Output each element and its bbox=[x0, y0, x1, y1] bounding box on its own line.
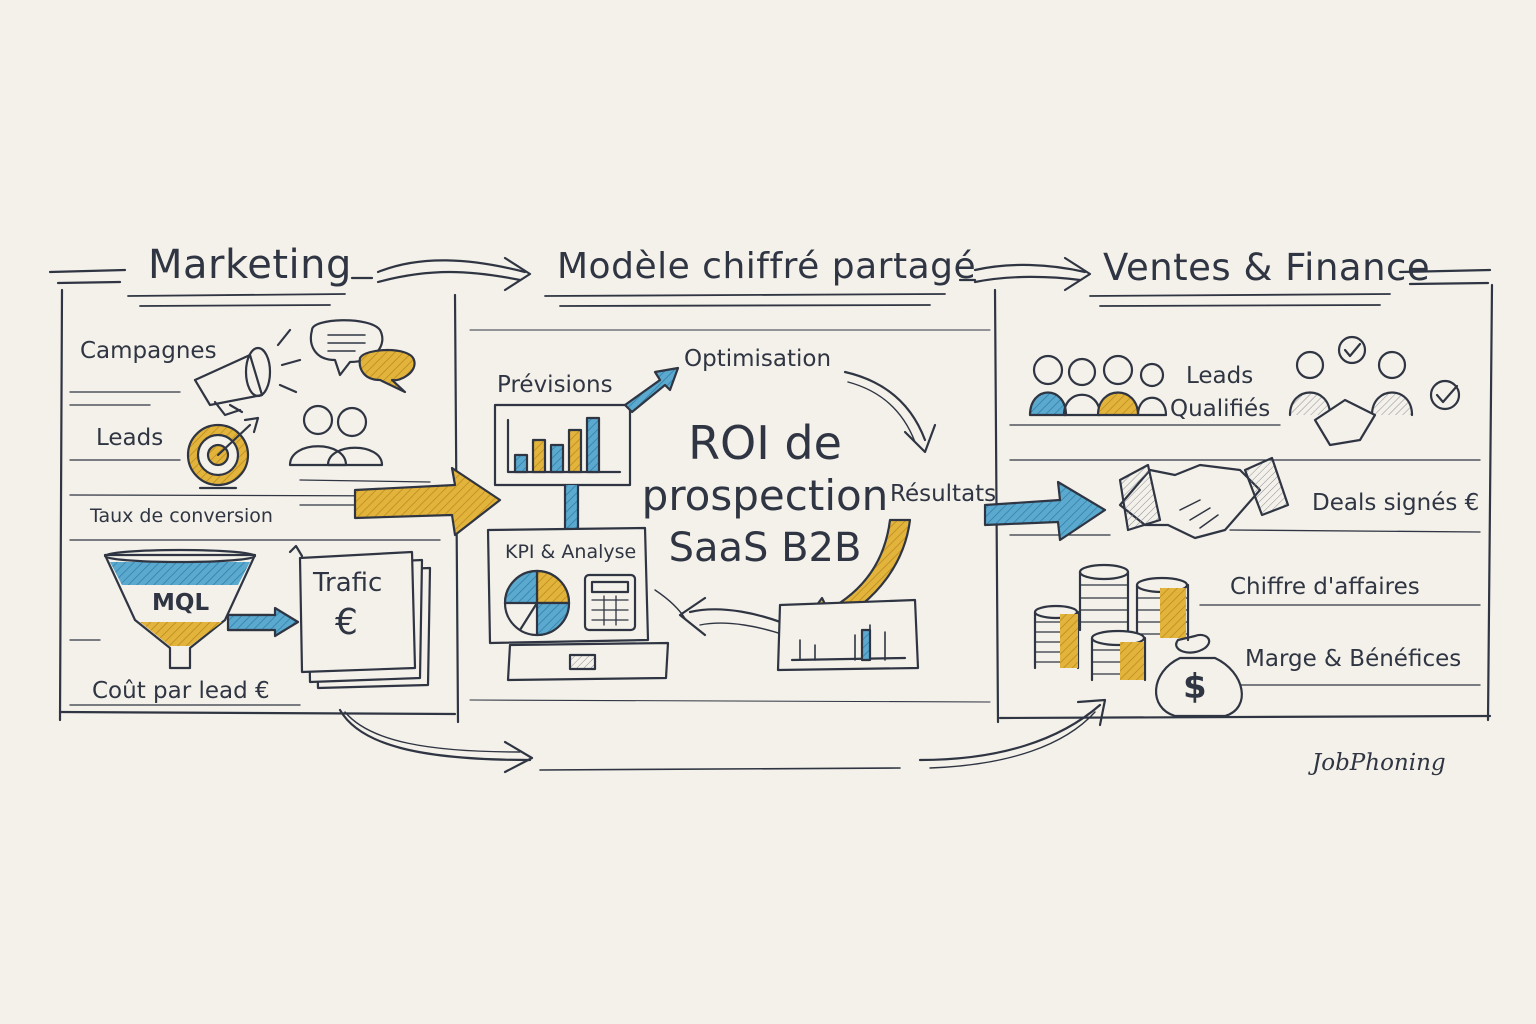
center-title-line2: prospection bbox=[641, 471, 889, 520]
marketing-to-model-arrow bbox=[353, 466, 502, 537]
speech-bubbles-icon bbox=[309, 319, 416, 394]
label-marge-benefices: Marge & Bénéfices bbox=[1245, 646, 1462, 672]
label-taux-conversion: Taux de conversion bbox=[90, 505, 273, 527]
previsions-arrow bbox=[623, 366, 680, 414]
label-euro: € bbox=[335, 602, 358, 643]
people-group-icon bbox=[1028, 354, 1168, 417]
label-cout-par-lead: Coût par lead € bbox=[92, 678, 270, 704]
signature: JobPhoning bbox=[1312, 750, 1446, 776]
label-trafic: Trafic bbox=[313, 568, 383, 598]
megaphone-icon bbox=[193, 328, 302, 417]
label-optimisation: Optimisation bbox=[684, 346, 832, 372]
resultats-arrow bbox=[983, 480, 1107, 542]
header-arrow-1 bbox=[376, 256, 532, 292]
bar-chart-board-icon bbox=[493, 403, 632, 532]
coin-stacks-icon bbox=[1033, 563, 1190, 682]
handshake-icon bbox=[1288, 335, 1461, 447]
small-bar-chart-icon bbox=[776, 598, 920, 672]
center-title-line1: ROI de bbox=[688, 416, 842, 470]
people-icon bbox=[288, 404, 384, 467]
label-mql: MQL bbox=[152, 590, 210, 616]
label-deals-signes: Deals signés € bbox=[1312, 490, 1480, 516]
label-leads: Leads bbox=[96, 425, 164, 451]
label-kpi-analyse: KPI & Analyse bbox=[505, 541, 637, 563]
header-marketing: Marketing bbox=[148, 242, 352, 288]
label-leads-qualifies-1: Leads bbox=[1186, 363, 1254, 389]
label-leads-qualifies-2: Qualifiés bbox=[1170, 396, 1271, 422]
header-arrow-2 bbox=[973, 256, 1092, 292]
header-sales: Ventes & Finance bbox=[1103, 246, 1431, 289]
label-campagnes: Campagnes bbox=[80, 338, 217, 364]
center-title-line3: SaaS B2B bbox=[668, 525, 862, 571]
money-bag-icon bbox=[1155, 633, 1243, 718]
label-previsions: Prévisions bbox=[497, 372, 613, 398]
label-dollar: $ bbox=[1183, 667, 1207, 707]
funnel-icon bbox=[103, 548, 300, 670]
label-chiffre-affaires: Chiffre d'affaires bbox=[1230, 574, 1420, 600]
pie-chart-icon bbox=[503, 569, 571, 637]
label-resultats: Résultats bbox=[890, 481, 997, 507]
big-handshake-icon bbox=[1118, 456, 1290, 540]
calculator-icon bbox=[583, 573, 637, 632]
bottom-flow-arrow bbox=[338, 698, 1107, 774]
target-icon bbox=[186, 416, 260, 490]
document-stack-icon bbox=[288, 544, 432, 690]
header-model: Modèle chiffré partagé bbox=[557, 246, 977, 287]
